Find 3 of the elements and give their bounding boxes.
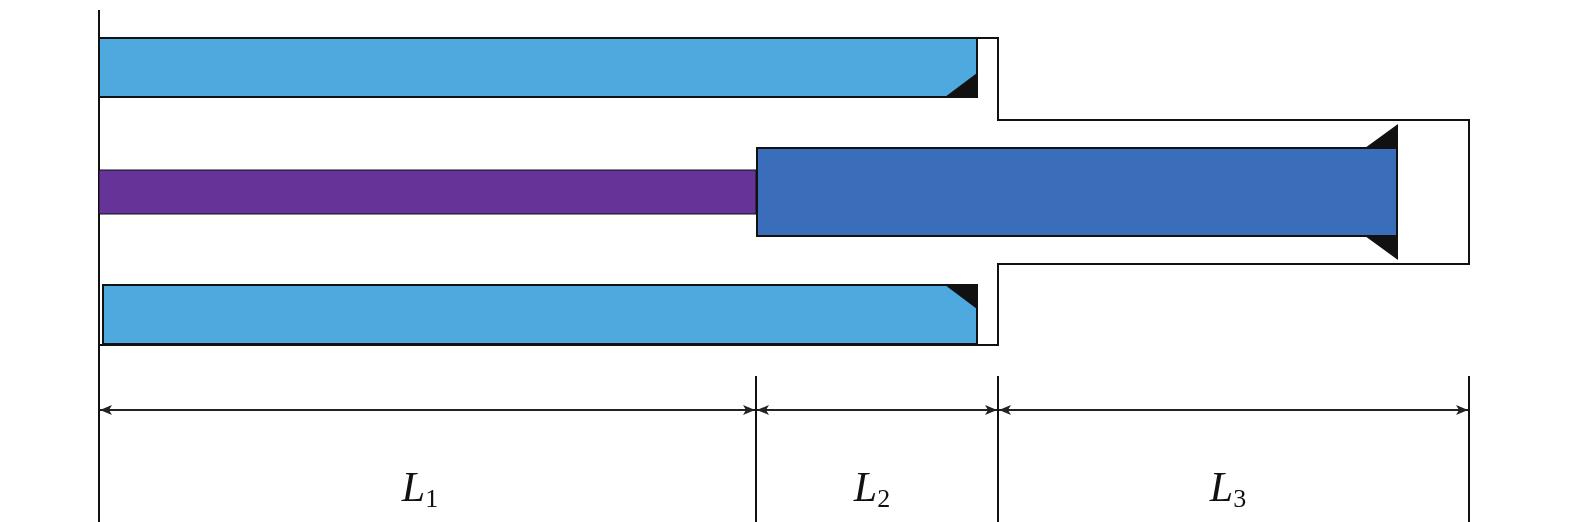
dimension-label: L$_{1}$ [401,463,439,515]
dimension-label: L$_{3}$ [1209,463,1247,515]
dimension-label: L$_{2}$ [853,463,891,515]
